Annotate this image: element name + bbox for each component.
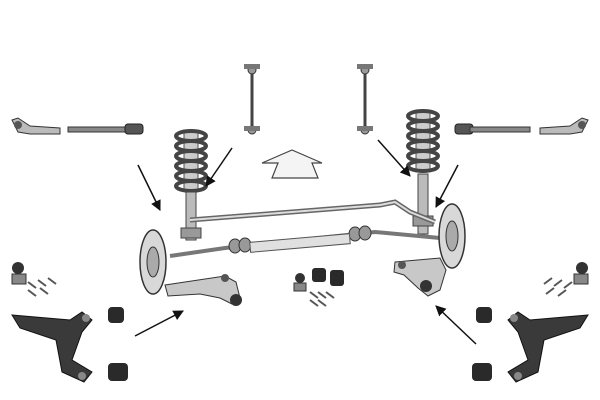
brake-disc-icon[interactable] bbox=[438, 203, 466, 269]
anti-roll-bar-icon[interactable] bbox=[189, 199, 436, 225]
coil-spring-icon[interactable] bbox=[406, 109, 440, 173]
brake-disc-icon[interactable] bbox=[139, 229, 167, 295]
strut-icon[interactable] bbox=[412, 173, 434, 235]
ball-joint-icon[interactable] bbox=[11, 262, 27, 285]
stabilizer-link-icon[interactable] bbox=[357, 64, 373, 135]
bushing-icon[interactable] bbox=[108, 307, 128, 381]
control-arm-icon[interactable] bbox=[164, 274, 242, 306]
ball-joint-icon[interactable] bbox=[573, 262, 589, 285]
pointer-arrow-icon bbox=[134, 139, 477, 345]
bolt-set-icon[interactable] bbox=[27, 277, 57, 297]
steering-rack-boot-icon[interactable] bbox=[169, 225, 441, 258]
inner-tie-rod-icon[interactable] bbox=[454, 123, 531, 135]
bushing-icon[interactable] bbox=[312, 268, 344, 286]
ball-joint-icon[interactable] bbox=[293, 273, 307, 292]
direction-arrow-icon bbox=[261, 149, 323, 179]
control-arm-icon[interactable] bbox=[507, 311, 589, 383]
strut-icon[interactable] bbox=[180, 191, 202, 241]
bolt-set-icon[interactable] bbox=[543, 277, 573, 297]
inner-tie-rod-icon[interactable] bbox=[67, 123, 144, 135]
bolt-set-icon[interactable] bbox=[309, 291, 335, 307]
stabilizer-link-icon[interactable] bbox=[244, 64, 260, 135]
coil-spring-icon[interactable] bbox=[174, 129, 208, 193]
control-arm-icon[interactable] bbox=[11, 311, 93, 383]
control-arm-icon[interactable] bbox=[393, 257, 447, 297]
tie-rod-end-icon[interactable] bbox=[539, 117, 589, 135]
bushing-icon[interactable] bbox=[472, 307, 492, 381]
tie-rod-end-icon[interactable] bbox=[11, 117, 61, 135]
